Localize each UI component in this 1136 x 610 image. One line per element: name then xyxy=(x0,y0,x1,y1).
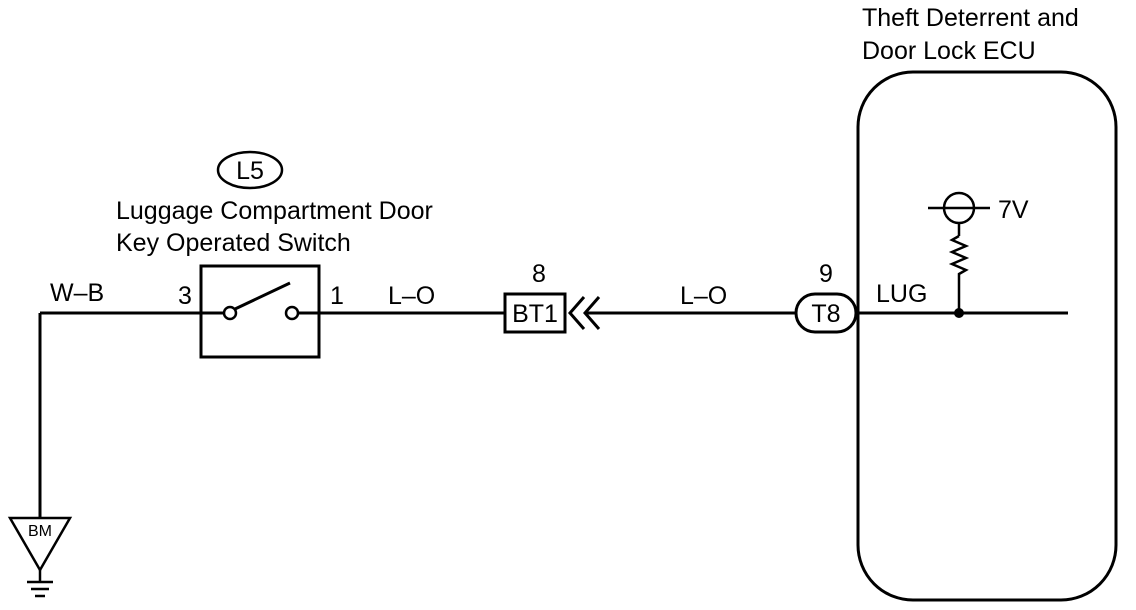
voltage-source-icon xyxy=(928,191,990,236)
switch-contact-right xyxy=(284,305,300,321)
wire-bt1-to-t8-label: L–O xyxy=(680,282,727,310)
bt1-connector: BT1 8 xyxy=(503,260,601,334)
ground-wire-label: W–B xyxy=(50,279,104,307)
switch-pin-right: 1 xyxy=(330,282,344,310)
ecu-title-line1: Theft Deterrent and xyxy=(862,4,1079,32)
bt1-box xyxy=(503,292,567,334)
switch-contact-left xyxy=(222,305,238,321)
t8-pin: 9 xyxy=(819,260,833,288)
connector-id-oval xyxy=(216,150,284,190)
switch-pin-left: 3 xyxy=(178,282,192,310)
switch-name-line1: Luggage Compartment Door xyxy=(116,197,433,225)
ecu-voltage-label: 7V xyxy=(998,196,1029,224)
bt1-label: BT1 xyxy=(512,300,558,328)
ecu-title-line2: Door Lock ECU xyxy=(862,37,1036,65)
t8-connector: T8 9 xyxy=(794,260,858,334)
bt1-pin: 8 xyxy=(532,260,546,288)
connector-chevron-icon xyxy=(568,296,586,330)
ecu-terminal-label: LUG xyxy=(876,280,927,308)
ground-point-label: BM xyxy=(28,523,52,540)
ground-icon xyxy=(27,570,53,598)
switch-name-line2: Key Operated Switch xyxy=(116,229,351,257)
junction-dot xyxy=(954,308,964,318)
switch-block: L5 Luggage Compartment Door Key Operated… xyxy=(116,150,433,359)
resistor-icon xyxy=(948,234,970,313)
wire-switch-to-bt1-label: L–O xyxy=(388,282,435,310)
t8-oval xyxy=(794,292,858,334)
ground-point-triangle xyxy=(7,516,73,573)
ground-circuit: W–B BM xyxy=(7,279,201,598)
ecu-outline xyxy=(856,70,1118,602)
switch-connector-id: L5 xyxy=(236,157,264,185)
switch-lever-icon xyxy=(234,281,291,311)
ecu-block: Theft Deterrent and Door Lock ECU 7V LUG xyxy=(856,4,1118,602)
t8-label: T8 xyxy=(811,300,840,328)
